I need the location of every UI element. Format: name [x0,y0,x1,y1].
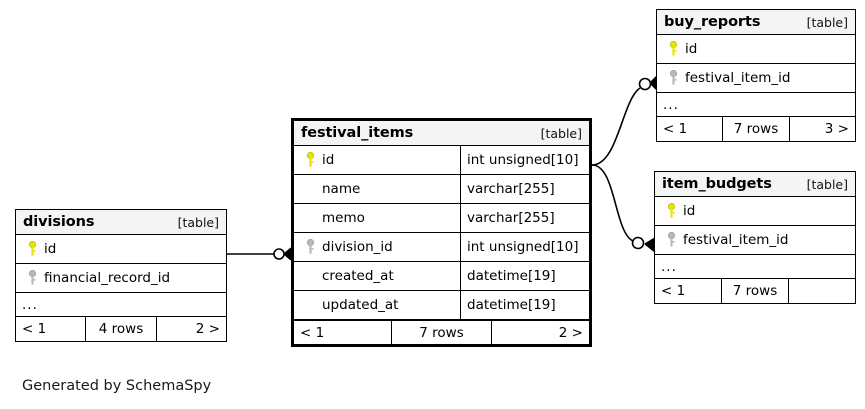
table-node-buy_reports[interactable]: buy_reports [table] id festival_item_id … [656,9,856,142]
footer-row-count: 4 rows [85,317,157,341]
table-row[interactable]: created_at datetime[19] [294,262,589,291]
footer-next-degree[interactable]: 3 > [824,121,849,137]
column-name: division_id [322,239,393,255]
column-cell: festival_item_id [655,226,855,254]
column-name: created_at [322,268,394,284]
table-kind-label: [table] [806,176,848,192]
relationship-festival_items-buy_reports [591,75,658,166]
table-kind-label: [table] [177,214,219,230]
column-cell: name [294,175,460,203]
column-cell: financial_record_id [16,264,226,292]
table-row[interactable]: memo varchar[255] [294,204,589,233]
footer-next-degree[interactable]: 2 > [558,324,583,341]
table-row[interactable]: division_id int unsigned[10] [294,233,589,262]
table-row[interactable]: id [16,235,226,264]
table-header-divisions: divisions [table] [16,210,226,235]
footer-prev-degree[interactable]: < 1 [300,324,325,341]
column-name: financial_record_id [44,270,171,286]
table-header-buy_reports: buy_reports [table] [657,10,855,35]
footer-next-degree[interactable]: 2 > [195,321,220,337]
table-footer: < 1 7 rows [655,279,855,303]
column-type: int unsigned[10] [460,233,589,261]
footer-next-degree[interactable] [789,279,855,303]
footer-row-count: 7 rows [391,321,492,344]
table-header-festival_items: festival_items [table] [294,121,589,146]
footer-row-count: 7 rows [721,279,789,303]
table-row[interactable]: id [657,35,855,64]
column-cell: id [16,235,226,263]
table-node-festival_items[interactable]: festival_items [table] id int unsigned[1… [291,118,592,347]
column-name: memo [322,210,365,226]
key-icon-primary [662,203,680,219]
table-footer: < 1 7 rows 2 > [294,320,589,344]
key-icon-foreign [662,232,680,248]
relationship-divisions-festival_items [227,247,292,261]
column-cell: id [657,35,855,63]
table-footer: < 1 7 rows 3 > [657,117,855,141]
key-icon-foreign [664,70,682,86]
column-type: datetime[19] [460,262,589,290]
column-cell: updated_at [294,291,460,319]
column-name: festival_item_id [683,232,789,248]
key-icon-primary [23,241,41,257]
column-name: festival_item_id [685,70,791,86]
column-type: varchar[255] [460,175,589,203]
footer-row-count: 7 rows [722,117,790,141]
column-name: name [322,181,361,197]
table-row[interactable]: id int unsigned[10] [294,146,589,175]
column-name: id [683,203,696,219]
column-type: datetime[19] [460,291,589,319]
table-row[interactable]: festival_item_id [655,226,855,255]
relationship-festival_items-item_budgets [591,164,656,253]
table-title-divisions: divisions [23,214,95,230]
table-footer: < 1 4 rows 2 > [16,317,226,341]
column-cell: id [655,197,855,225]
column-cell: festival_item_id [657,64,855,92]
column-cell: id [294,146,460,174]
table-row[interactable]: financial_record_id [16,264,226,293]
column-cell: division_id [294,233,460,261]
table-header-item_budgets: item_budgets [table] [655,172,855,197]
key-icon-primary [664,41,682,57]
column-type: varchar[255] [460,204,589,232]
footer-prev-degree[interactable]: < 1 [661,283,686,299]
column-name: id [322,152,335,168]
table-node-divisions[interactable]: divisions [table] id financial_record_id… [15,209,227,342]
table-title-festival_items: festival_items [301,125,414,141]
table-node-item_budgets[interactable]: item_budgets [table] id festival_item_id… [654,171,856,304]
key-icon-foreign [23,270,41,286]
column-name: updated_at [322,297,399,313]
column-name: id [685,41,698,57]
table-row[interactable]: name varchar[255] [294,175,589,204]
table-title-buy_reports: buy_reports [664,14,761,30]
column-cell: created_at [294,262,460,290]
more-columns-indicator: ... [16,293,226,317]
column-type: int unsigned[10] [460,146,589,174]
table-row[interactable]: updated_at datetime[19] [294,291,589,320]
footer-prev-degree[interactable]: < 1 [663,121,688,137]
table-kind-label: [table] [806,14,848,30]
generated-by-caption: Generated by SchemaSpy [22,378,212,394]
footer-prev-degree[interactable]: < 1 [22,321,47,337]
table-row[interactable]: id [655,197,855,226]
table-kind-label: [table] [540,125,582,141]
more-columns-indicator: ... [657,93,855,117]
key-icon-primary [301,152,319,168]
column-name: id [44,241,57,257]
key-icon-foreign [301,239,319,255]
more-columns-indicator: ... [655,255,855,279]
table-row[interactable]: festival_item_id [657,64,855,93]
table-title-item_budgets: item_budgets [662,176,772,192]
column-cell: memo [294,204,460,232]
